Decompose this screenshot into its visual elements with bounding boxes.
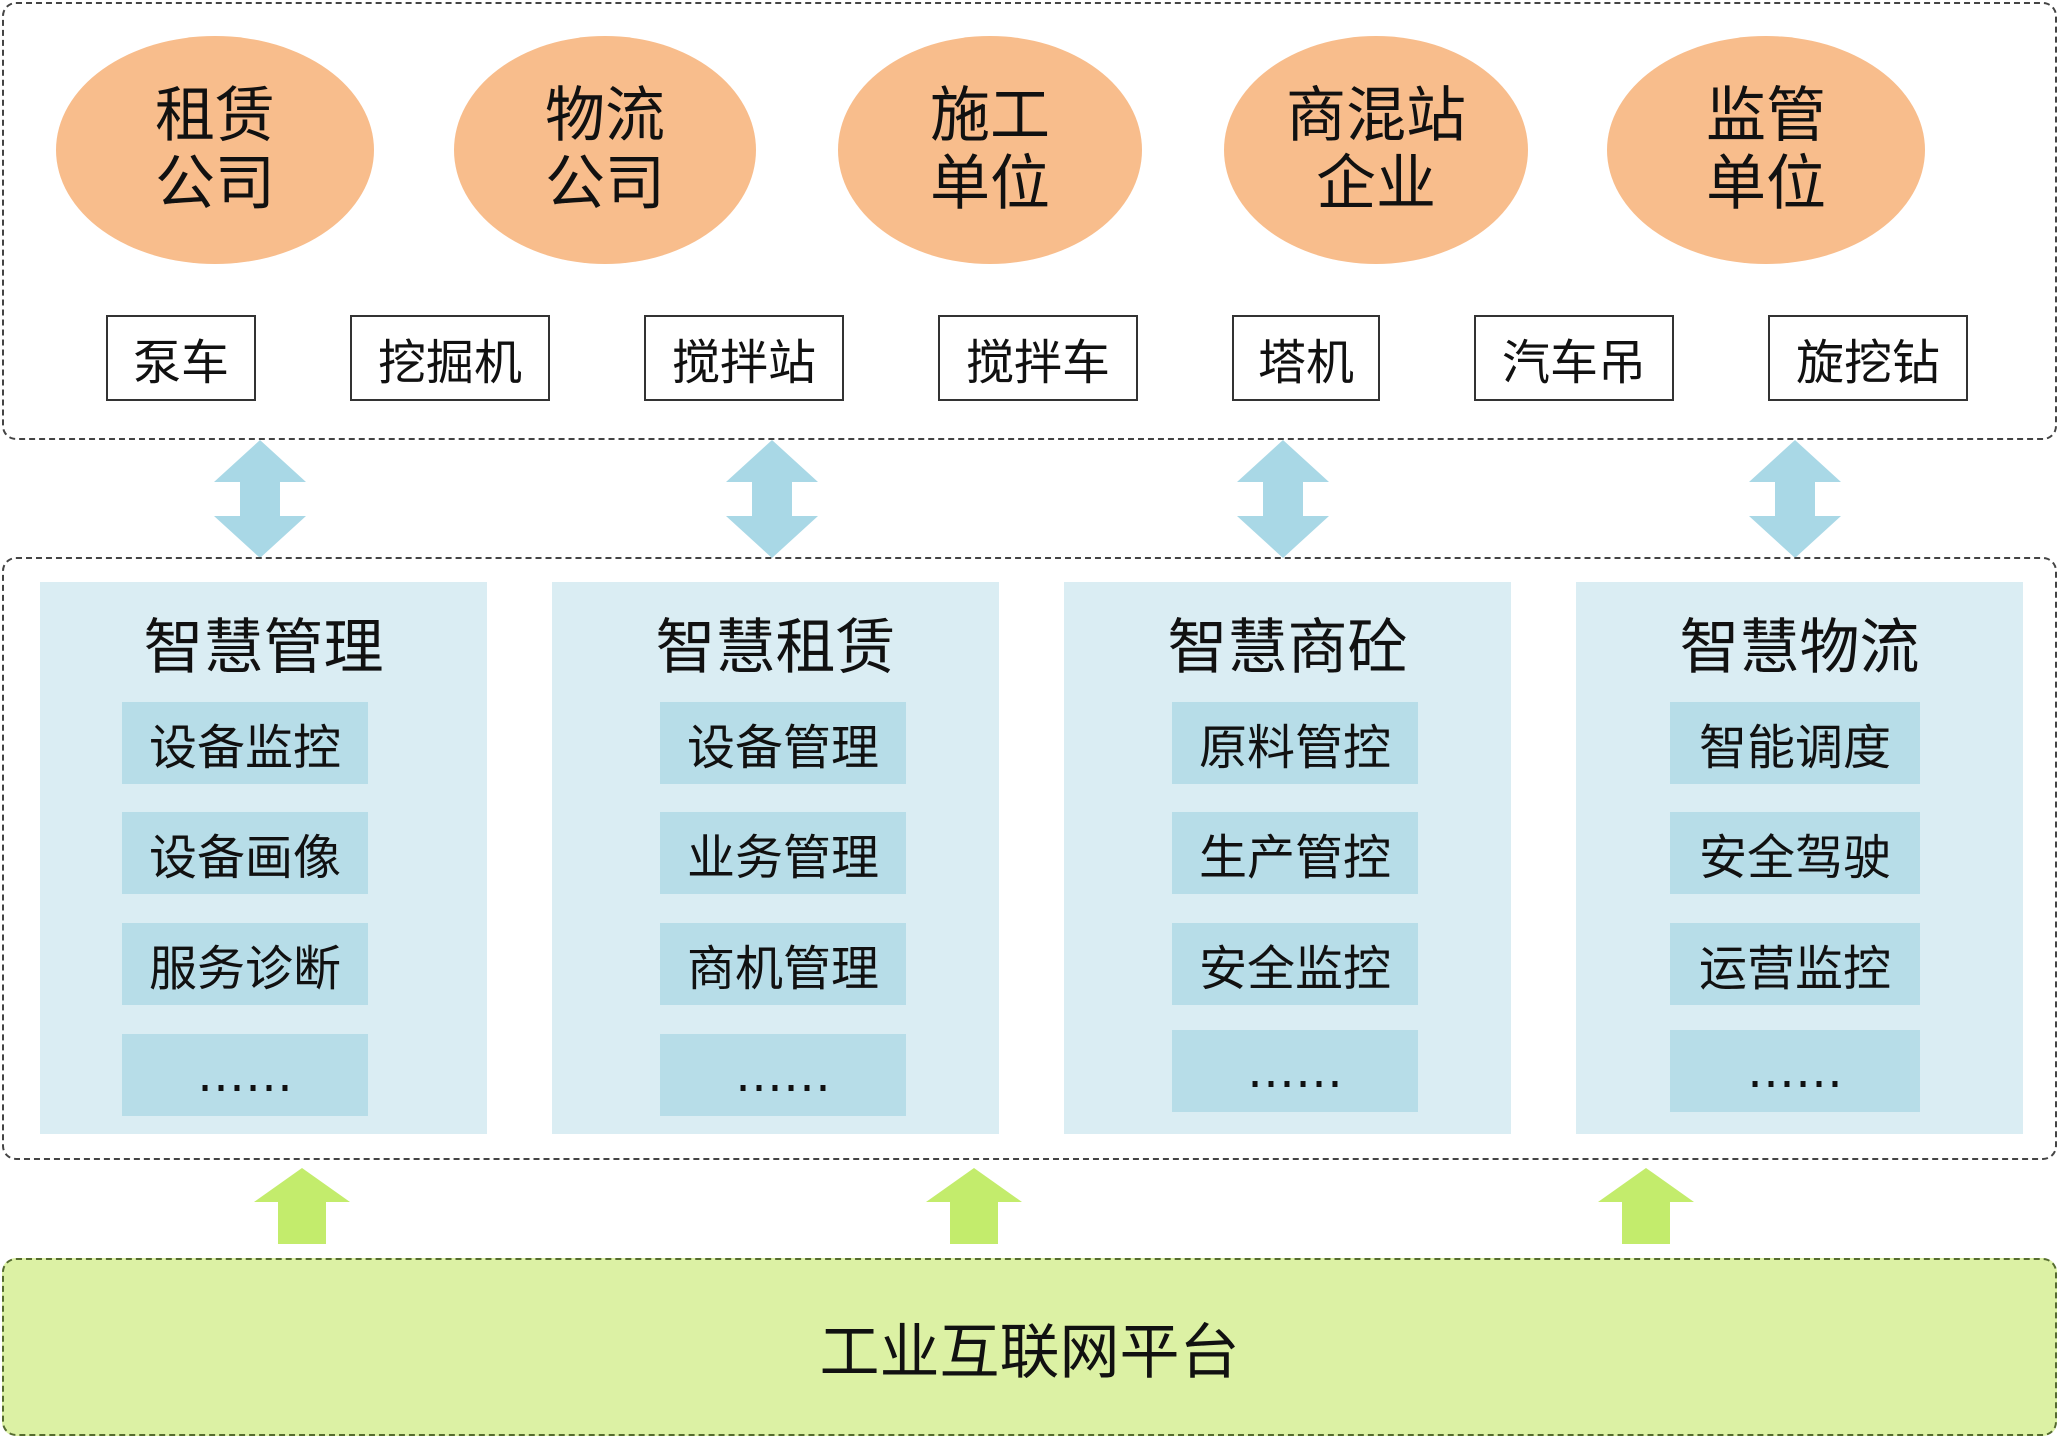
module-item: 生产管控 [1172, 812, 1418, 894]
module-item: 运营监控 [1670, 923, 1920, 1005]
module-item: 设备管理 [660, 702, 906, 784]
equip-tower-crane: 塔机 [1232, 315, 1380, 401]
module-item: 原料管控 [1172, 702, 1418, 784]
module-title: 智慧物流 [1679, 613, 1920, 683]
double-arrow-3 [1237, 440, 1329, 558]
module-item: 智能调度 [1670, 702, 1920, 784]
up-arrow-3 [1598, 1168, 1694, 1244]
double-arrow-2 [726, 440, 818, 558]
up-arrow-2 [926, 1168, 1022, 1244]
up-arrow-1 [254, 1168, 350, 1244]
module-title: 智慧管理 [143, 613, 384, 683]
equip-mixing-station: 搅拌站 [644, 315, 844, 401]
module-item: 设备监控 [122, 702, 368, 784]
module-item: 业务管理 [660, 812, 906, 894]
double-arrow-4 [1749, 440, 1841, 558]
participants-panel [2, 2, 2057, 440]
module-smart-management: 智慧管理 设备监控 设备画像 服务诊断 …… [40, 582, 487, 1134]
module-smart-rental: 智慧租赁 设备管理 业务管理 商机管理 …… [552, 582, 999, 1134]
equip-mixer-truck: 搅拌车 [938, 315, 1138, 401]
org-rental-company: 租赁 公司 [56, 36, 374, 264]
industrial-internet-platform: 工业互联网平台 [2, 1258, 2057, 1436]
double-arrow-1 [214, 440, 306, 558]
module-item: 服务诊断 [122, 923, 368, 1005]
org-regulator: 监管 单位 [1607, 36, 1925, 264]
equip-truck-crane: 汽车吊 [1474, 315, 1674, 401]
org-construction-unit: 施工 单位 [838, 36, 1142, 264]
module-title: 智慧商砼 [1167, 613, 1408, 683]
module-item: 设备画像 [122, 812, 368, 894]
org-logistics-company: 物流 公司 [454, 36, 756, 264]
module-item-more: …… [1172, 1030, 1418, 1112]
module-item-more: …… [122, 1034, 368, 1116]
module-smart-logistics: 智慧物流 智能调度 安全驾驶 运营监控 …… [1576, 582, 2023, 1134]
module-item-more: …… [1670, 1030, 1920, 1112]
module-smart-concrete: 智慧商砼 原料管控 生产管控 安全监控 …… [1064, 582, 1511, 1134]
module-item: 安全监控 [1172, 923, 1418, 1005]
module-title: 智慧租赁 [655, 613, 896, 683]
equip-rotary-drill: 旋挖钻 [1768, 315, 1968, 401]
module-item: 商机管理 [660, 923, 906, 1005]
org-concrete-plant: 商混站 企业 [1224, 36, 1528, 264]
platform-label: 工业互联网平台 [819, 1317, 1240, 1388]
module-item-more: …… [660, 1034, 906, 1116]
equip-pump-truck: 泵车 [106, 315, 256, 401]
smart-modules-panel [2, 557, 2057, 1160]
equip-excavator: 挖掘机 [350, 315, 550, 401]
module-item: 安全驾驶 [1670, 812, 1920, 894]
